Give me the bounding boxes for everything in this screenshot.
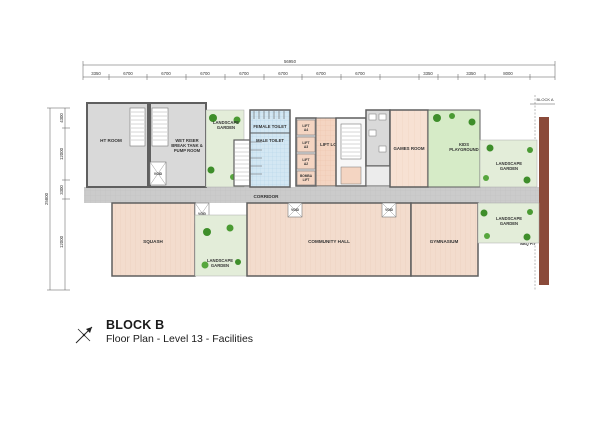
garden-bottom-label-1: LANDSCAPE bbox=[207, 258, 233, 263]
lift-a4-label-1: LIFT bbox=[302, 124, 310, 128]
squash-court: VOID SQUASH bbox=[111, 202, 210, 277]
ht-room-label: HT ROOM bbox=[100, 138, 122, 143]
block-a-label: BLOCK A bbox=[536, 97, 553, 102]
service-rooms bbox=[365, 109, 391, 187]
bbq-strip bbox=[539, 117, 549, 285]
squash-label: SQUASH bbox=[143, 239, 163, 244]
gymnasium-label: GYMNASIUM bbox=[430, 239, 459, 244]
dim-left: 12000 bbox=[59, 147, 64, 160]
lift-a3-label-2: A3 bbox=[304, 145, 308, 149]
landscape-garden-right: LANDSCAPE GARDEN bbox=[479, 139, 538, 188]
block-title: BLOCK B bbox=[106, 318, 165, 332]
plan-subtitle: Floor Plan - Level 13 - Facilities bbox=[106, 333, 254, 345]
void-label: VOID bbox=[385, 208, 393, 212]
lift-lobby-label: LIFT LOBBY bbox=[320, 142, 346, 147]
void-label: VOID bbox=[154, 172, 163, 176]
wet-riser-label-3: PUMP ROOM bbox=[174, 148, 201, 153]
dim-top: 3350 bbox=[91, 71, 101, 76]
dim-left: 4300 bbox=[59, 113, 64, 123]
bbq-pit-label: BBQ PIT bbox=[520, 242, 536, 246]
toilets: FEMALE TOILET MALE TOILET bbox=[249, 109, 291, 188]
dim-top: 6700 bbox=[161, 71, 171, 76]
bomba-lift-label-2: LIFT bbox=[303, 178, 310, 182]
dim-top: 3350 bbox=[466, 71, 476, 76]
block-a-marker: BLOCK A bbox=[530, 95, 555, 290]
dim-left-total: 25800 bbox=[44, 192, 49, 205]
void-label: VOID bbox=[198, 212, 206, 216]
lift-a2-label-2: A2 bbox=[304, 162, 308, 166]
dim-top: 6700 bbox=[239, 71, 249, 76]
dim-overall: 56950 bbox=[284, 59, 297, 64]
stair-core-left bbox=[233, 139, 251, 187]
ht-room: HT ROOM bbox=[86, 102, 149, 188]
lift-a3-label-1: LIFT bbox=[302, 141, 310, 145]
kids-playground-label-2: PLAYGROUND bbox=[449, 147, 478, 152]
kids-playground-label-1: KIDS bbox=[459, 142, 469, 147]
dim-left: 3300 bbox=[59, 185, 64, 195]
dim-top: 6700 bbox=[123, 71, 133, 76]
north-arrow-icon bbox=[75, 326, 93, 344]
lift-a2-label-1: LIFT bbox=[302, 158, 310, 162]
gymnasium: GYMNASIUM bbox=[410, 202, 479, 277]
dim-top: 6700 bbox=[200, 71, 210, 76]
dim-top: 6700 bbox=[278, 71, 288, 76]
games-room-label: GAMES ROOM bbox=[394, 146, 425, 151]
garden-label-2: GARDEN bbox=[217, 125, 235, 130]
garden-br-label-1: LANDSCAPE bbox=[496, 216, 522, 221]
dim-top: 8000 bbox=[503, 71, 513, 76]
left-dimensions bbox=[47, 107, 70, 291]
corridor-label: CORRIDOR bbox=[253, 194, 279, 199]
top-dimension-labels: 3350 6700 6700 6700 6700 6700 6700 6700 … bbox=[91, 71, 513, 76]
garden-label-1: LANDSCAPE bbox=[213, 120, 239, 125]
community-hall: VOID VOID COMMUNITY HALL bbox=[246, 202, 412, 277]
wet-riser-room: WET RISER BREAK TANK & PUMP ROOM VOID bbox=[149, 102, 207, 188]
stair-core-right bbox=[335, 117, 367, 187]
void-label: VOID bbox=[291, 208, 299, 212]
kids-playground: KIDS PLAYGROUND bbox=[427, 109, 481, 188]
top-dimensions bbox=[82, 61, 556, 80]
garden-br-label-2: GARDEN bbox=[500, 221, 518, 226]
lift-bank: LIFT A4 LIFT A3 LIFT A2 BOMBA LIFT bbox=[295, 117, 317, 187]
garden-right-label-1: LANDSCAPE bbox=[496, 161, 522, 166]
landscape-garden-bottom-right: LANDSCAPE GARDEN bbox=[477, 202, 540, 244]
wet-riser-label-1: WET RISER bbox=[175, 138, 198, 143]
landscape-garden-bottom: LANDSCAPE GARDEN bbox=[194, 214, 248, 277]
bomba-lift-label-1: BOMBA bbox=[300, 174, 313, 178]
lift-a4-label-2: A4 bbox=[304, 128, 308, 132]
dim-left: 12000 bbox=[59, 235, 64, 248]
wet-riser-label-2: BREAK TANK & bbox=[171, 143, 203, 148]
garden-right-label-2: GARDEN bbox=[500, 166, 518, 171]
dim-top: 3350 bbox=[423, 71, 433, 76]
garden-bottom-label-2: GARDEN bbox=[211, 263, 229, 268]
dim-top: 6700 bbox=[355, 71, 365, 76]
female-toilet-label: FEMALE TOILET bbox=[253, 124, 287, 129]
community-hall-label: COMMUNITY HALL bbox=[308, 239, 350, 244]
dim-top: 6700 bbox=[316, 71, 326, 76]
male-toilet-label: MALE TOILET bbox=[256, 138, 284, 143]
corridor bbox=[84, 187, 544, 203]
